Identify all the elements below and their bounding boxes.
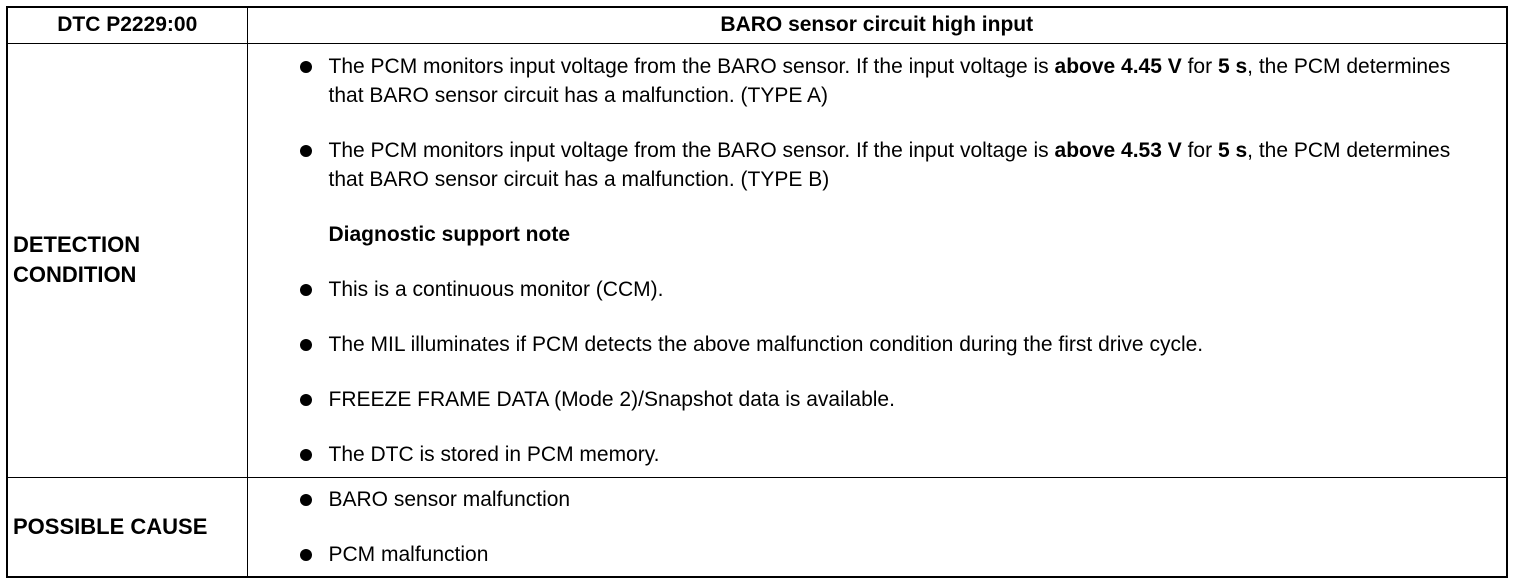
bullet-icon [299,393,312,406]
note-title: Diagnostic support note [328,222,571,246]
detection-content: The PCM monitors input voltage from the … [246,42,1508,478]
bullet-icon [299,60,312,73]
cause-content: BARO sensor malfunction PCM malfunction [246,476,1508,578]
dtc-table: DTC P2229:00 BARO sensor circuit high in… [6,6,1508,578]
detection-row: DETECTION CONDITION The PCM monitors inp… [6,42,1508,478]
detection-label-line2: CONDITION [13,262,137,287]
list-item: The MIL illuminates if PCM detects the a… [248,330,1507,359]
list-item: The PCM monitors input voltage from the … [248,52,1507,110]
list-item: PCM malfunction [248,540,1507,569]
bullet-icon [299,493,312,506]
list-item: BARO sensor malfunction [248,485,1507,514]
bullet-icon [299,548,312,561]
bullet-icon [299,144,312,157]
bullet-icon [299,448,312,461]
header-row: DTC P2229:00 BARO sensor circuit high in… [6,6,1508,44]
bullet-icon [299,283,312,296]
list-item: This is a continuous monitor (CCM). [248,275,1507,304]
detection-label: DETECTION CONDITION [6,42,248,478]
cause-label: POSSIBLE CAUSE [6,476,248,578]
list-item: The PCM monitors input voltage from the … [248,136,1507,194]
dtc-code: DTC P2229:00 [6,6,248,44]
cause-row: POSSIBLE CAUSE BARO sensor malfunction P… [6,476,1508,578]
detection-label-line1: DETECTION [13,232,141,257]
dtc-title: BARO sensor circuit high input [246,6,1508,44]
bullet-icon [299,338,312,351]
list-item: The DTC is stored in PCM memory. [248,440,1507,469]
list-item: FREEZE FRAME DATA (Mode 2)/Snapshot data… [248,385,1507,414]
